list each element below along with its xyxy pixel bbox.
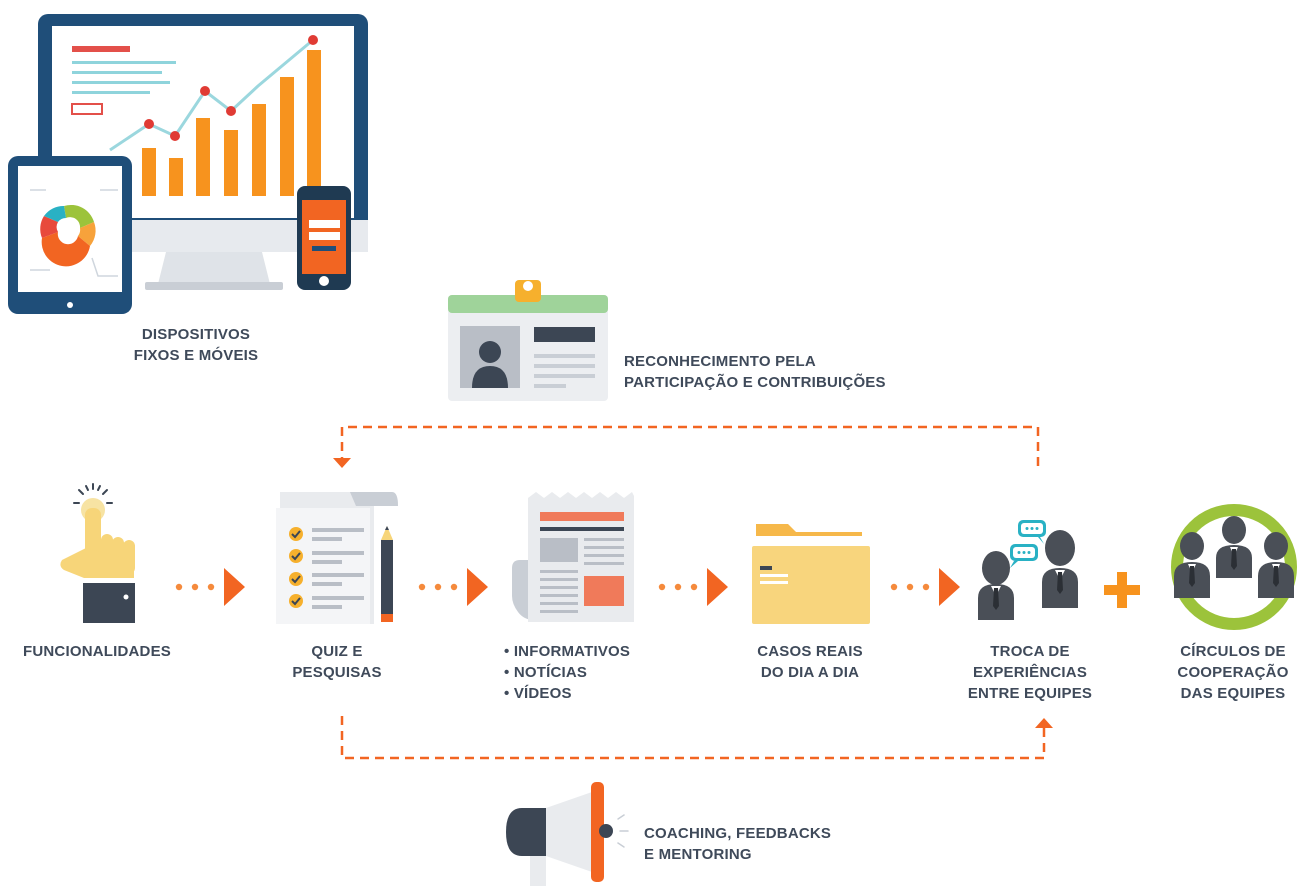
devices-label-line-1: DISPOSITIVOS bbox=[141, 326, 251, 343]
recognition-label-line-2: PARTICIPAÇÃO E CONTRIBUIÇÕES bbox=[624, 374, 886, 391]
quiz-label-line-1: QUIZ E bbox=[311, 643, 363, 660]
devices-icon bbox=[8, 14, 368, 314]
recognition-label: RECONHECIMENTO PELA PARTICIPAÇÃO E CONTR… bbox=[624, 351, 954, 393]
coaching-label-line-1: COACHING, FEEDBACKS bbox=[644, 825, 832, 842]
devices-label: DISPOSITIVOS FIXOS E MÓVEIS bbox=[116, 324, 276, 366]
recognition-label-line-1: RECONHECIMENTO PELA bbox=[624, 353, 816, 370]
exchange-label-line-1: TROCA DE bbox=[990, 643, 1070, 660]
exchange-label-line-3: ENTRE EQUIPES bbox=[967, 685, 1093, 702]
folder-icon bbox=[752, 524, 870, 624]
content-label-line-2: • NOTÍCIAS bbox=[504, 664, 588, 681]
coaching-label-line-2: E MENTORING bbox=[644, 846, 752, 863]
flow-arrow-2 bbox=[418, 568, 488, 606]
cases-label-line-1: CASOS REAIS bbox=[757, 643, 863, 660]
checklist-icon bbox=[276, 492, 398, 624]
flow-arrow-3 bbox=[658, 568, 728, 606]
flow-arrow-4 bbox=[890, 568, 960, 606]
team-circle-icon bbox=[1171, 504, 1297, 630]
megaphone-icon bbox=[506, 782, 629, 886]
newspaper-icon bbox=[512, 492, 634, 622]
id-badge-icon bbox=[448, 280, 608, 401]
circles-label-line-2: COOPERAÇÃO bbox=[1177, 664, 1289, 681]
quiz-label: QUIZ E PESQUISAS bbox=[272, 641, 402, 683]
coaching-label: COACHING, FEEDBACKS E MENTORING bbox=[644, 823, 884, 865]
plus-icon bbox=[1104, 572, 1140, 608]
cases-label-line-2: DO DIA A DIA bbox=[760, 664, 860, 681]
features-label-line-1: FUNCIONALIDADES bbox=[23, 643, 171, 660]
circles-label: CÍRCULOS DE COOPERAÇÃO DAS EQUIPES bbox=[1166, 641, 1299, 704]
pointing-hand-icon bbox=[60, 483, 135, 623]
devices-label-line-2: FIXOS E MÓVEIS bbox=[133, 347, 259, 364]
exchange-label: TROCA DE EXPERIÊNCIAS ENTRE EQUIPES bbox=[950, 641, 1110, 704]
content-label-line-3: • VÍDEOS bbox=[504, 685, 572, 702]
circles-label-line-1: CÍRCULOS DE bbox=[1180, 643, 1286, 660]
content-label: • INFORMATIVOS • NOTÍCIAS • VÍDEOS bbox=[504, 641, 664, 704]
exchange-label-line-2: EXPERIÊNCIAS bbox=[972, 664, 1088, 681]
people-chat-icon bbox=[978, 520, 1078, 620]
flow-arrow-1 bbox=[175, 568, 245, 606]
top-dashed-connector bbox=[333, 425, 1040, 468]
quiz-label-line-2: PESQUISAS bbox=[292, 664, 382, 681]
bottom-dashed-connector bbox=[340, 716, 1053, 760]
content-label-line-1: • INFORMATIVOS bbox=[504, 643, 631, 660]
features-label: FUNCIONALIDADES bbox=[2, 641, 192, 662]
circles-label-line-3: DAS EQUIPES bbox=[1180, 685, 1286, 702]
cases-label: CASOS REAIS DO DIA A DIA bbox=[740, 641, 880, 683]
